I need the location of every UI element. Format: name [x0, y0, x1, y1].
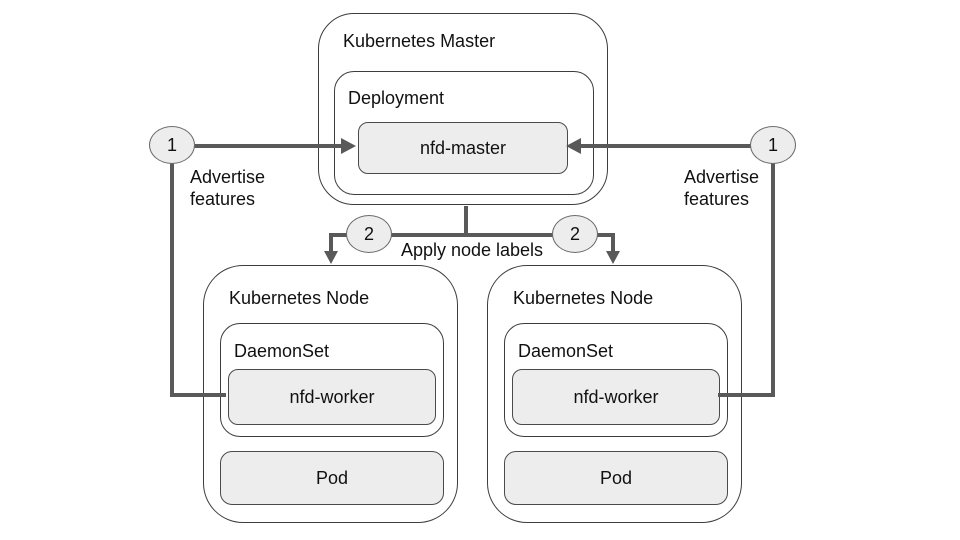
apply-labels-right-arrowhead-icon — [606, 251, 620, 264]
daemonset-left-title: DaemonSet — [234, 341, 330, 361]
step1-left-badge: 1 — [149, 126, 195, 164]
deployment-title: Deployment — [348, 88, 445, 108]
pod-right-box: Pod — [504, 451, 728, 505]
nfd-worker-left-box: nfd-worker — [228, 369, 436, 425]
apply-node-labels-label: Apply node labels — [400, 240, 544, 260]
nfd-master-box: nfd-master — [358, 122, 568, 174]
pod-left-box: Pod — [220, 451, 444, 505]
advertise-features-left-label: Advertise features — [190, 167, 266, 209]
kubernetes-node-left-title: Kubernetes Node — [229, 288, 370, 308]
nfd-worker-right-box: nfd-worker — [512, 369, 720, 425]
kubernetes-master-title: Kubernetes Master — [343, 31, 496, 51]
kubernetes-node-right-title: Kubernetes Node — [513, 288, 654, 308]
daemonset-right-title: DaemonSet — [518, 341, 614, 361]
kubernetes-node-right-box: Kubernetes Node DaemonSet nfd-worker Pod — [487, 265, 742, 523]
step2-left-badge: 2 — [346, 215, 392, 253]
daemonset-left-box: DaemonSet nfd-worker — [220, 323, 444, 437]
deployment-box: Deployment nfd-master — [334, 71, 594, 195]
step1-right-badge: 1 — [750, 126, 796, 164]
step2-right-badge: 2 — [552, 215, 598, 253]
apply-labels-left-arrowhead-icon — [324, 251, 338, 264]
advertise-features-right-label: Advertise features — [684, 167, 760, 209]
kubernetes-master-box: Kubernetes Master Deployment nfd-master — [318, 13, 608, 205]
daemonset-right-box: DaemonSet nfd-worker — [504, 323, 728, 437]
kubernetes-node-left-box: Kubernetes Node DaemonSet nfd-worker Pod — [203, 265, 458, 523]
